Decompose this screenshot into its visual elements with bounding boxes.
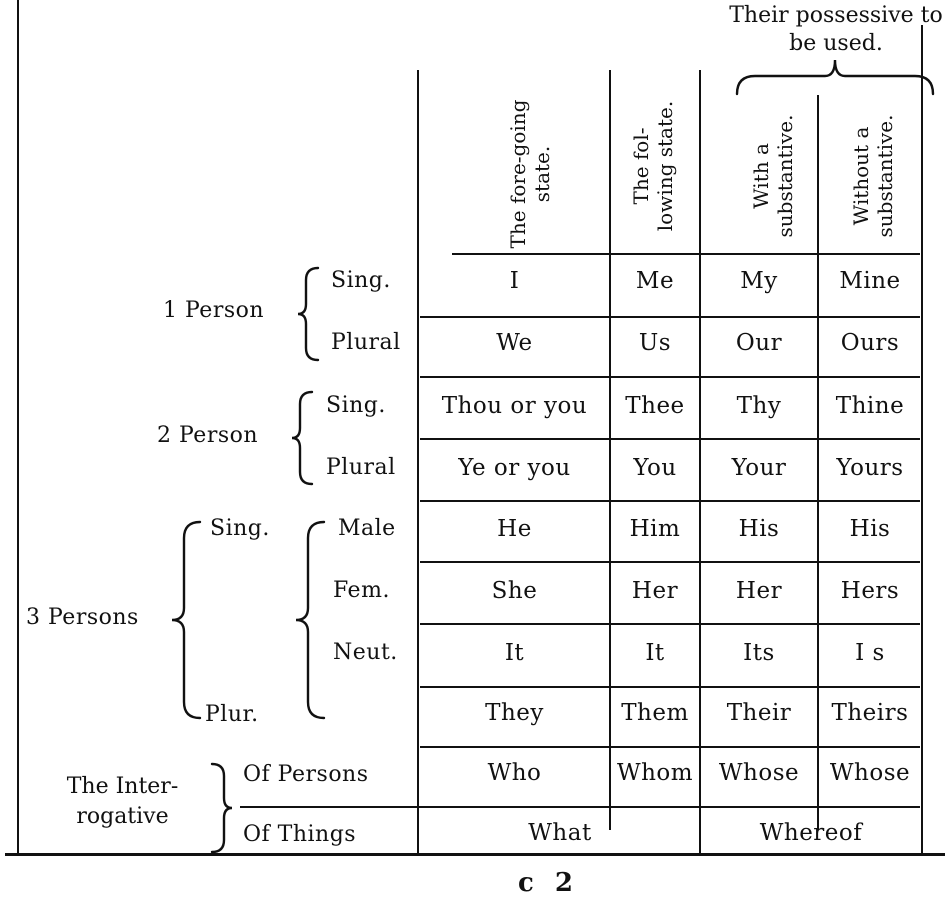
row-rule [420, 500, 920, 502]
cell-foregoing: Who [487, 760, 542, 786]
row-rule [452, 253, 920, 255]
col-rule-2 [609, 70, 611, 830]
cell-with: Your [731, 455, 787, 481]
cell-following: Whom [616, 760, 694, 786]
page-signature: c 2 [518, 868, 579, 898]
cell-whereof: Whereof [759, 820, 863, 846]
cell-without: Hers [840, 578, 900, 604]
cell-with: Our [735, 330, 783, 356]
cell-following: Thee [625, 393, 685, 419]
cell-without: Ours [840, 330, 900, 356]
label-of-things: Of Things [243, 822, 357, 847]
col-rule-5 [921, 25, 923, 855]
row-rule [240, 806, 920, 808]
label-plur: Plur. [205, 702, 259, 727]
col-rule-4 [817, 95, 819, 830]
cell-without: Thine [835, 393, 905, 419]
cell-without: Yours [836, 455, 904, 481]
cell-foregoing: I [509, 268, 520, 294]
label-neut: Neut. [333, 640, 398, 665]
cell-foregoing: Thou or you [441, 393, 588, 419]
col-rule-1 [417, 70, 419, 855]
label-sing: Sing. [210, 516, 270, 541]
cell-following: Her [631, 578, 679, 604]
brace-p1 [297, 266, 320, 362]
label-fem: Fem. [333, 578, 390, 603]
brace-p3-inner [295, 520, 326, 720]
cell-foregoing: They [485, 700, 544, 726]
header-foregoing: The fore-going state. [506, 99, 554, 249]
cell-foregoing: It [504, 640, 525, 666]
label-male: Male [338, 516, 396, 541]
possessive-group-header: Their possessive to be used. [729, 3, 943, 56]
label-sing: Sing. [326, 393, 386, 418]
row-rule [420, 376, 920, 378]
group-second-person: 2 Person [157, 423, 259, 448]
cell-with: Their [726, 700, 792, 726]
group-interrogative: The Inter-rogative [66, 774, 179, 829]
cell-without: His [849, 516, 891, 542]
cell-foregoing: She [491, 578, 538, 604]
row-rule [420, 561, 920, 563]
cell-what: What [528, 820, 592, 846]
header-following: The fol-lowing state. [629, 100, 677, 232]
cell-with: Its [743, 640, 775, 666]
row-rule [420, 316, 920, 318]
page-left-border [17, 0, 19, 855]
cell-without: Mine [839, 268, 901, 294]
possessive-brace [735, 59, 935, 96]
cell-foregoing: Ye or you [458, 455, 571, 481]
label-plural: Plural [331, 330, 401, 355]
cell-with: Thy [736, 393, 782, 419]
group-third-person: 3 Persons [26, 605, 139, 630]
group-first-person: 1 Person [163, 298, 265, 323]
cell-foregoing: He [497, 516, 532, 542]
cell-with: Her [735, 578, 783, 604]
col-rule-3 [699, 70, 701, 855]
cell-with: His [738, 516, 780, 542]
page-bottom-rule [5, 853, 945, 856]
cell-foregoing: We [496, 330, 533, 356]
label-plural: Plural [326, 455, 396, 480]
row-rule [420, 746, 920, 748]
label-of-persons: Of Persons [243, 762, 369, 787]
brace-interrogative [210, 762, 233, 854]
cell-following: Him [629, 516, 681, 542]
row-rule [420, 686, 920, 688]
row-rule [420, 623, 920, 625]
cell-following: Me [635, 268, 675, 294]
header-without: Without a substantive. [849, 114, 897, 238]
brace-p3-outer [171, 520, 202, 720]
cell-without: Whose [829, 760, 911, 786]
cell-following: It [645, 640, 665, 666]
label-sing: Sing. [331, 268, 391, 293]
cell-with: My [740, 268, 778, 294]
brace-p2 [291, 390, 314, 486]
row-rule [420, 438, 920, 440]
cell-following: You [633, 455, 677, 481]
cell-following: Us [638, 330, 672, 356]
header-with: With a substantive. [749, 114, 797, 238]
cell-following: Them [621, 700, 689, 726]
cell-without: I s [855, 640, 885, 666]
cell-without: Theirs [831, 700, 909, 726]
cell-with: Whose [718, 760, 800, 786]
